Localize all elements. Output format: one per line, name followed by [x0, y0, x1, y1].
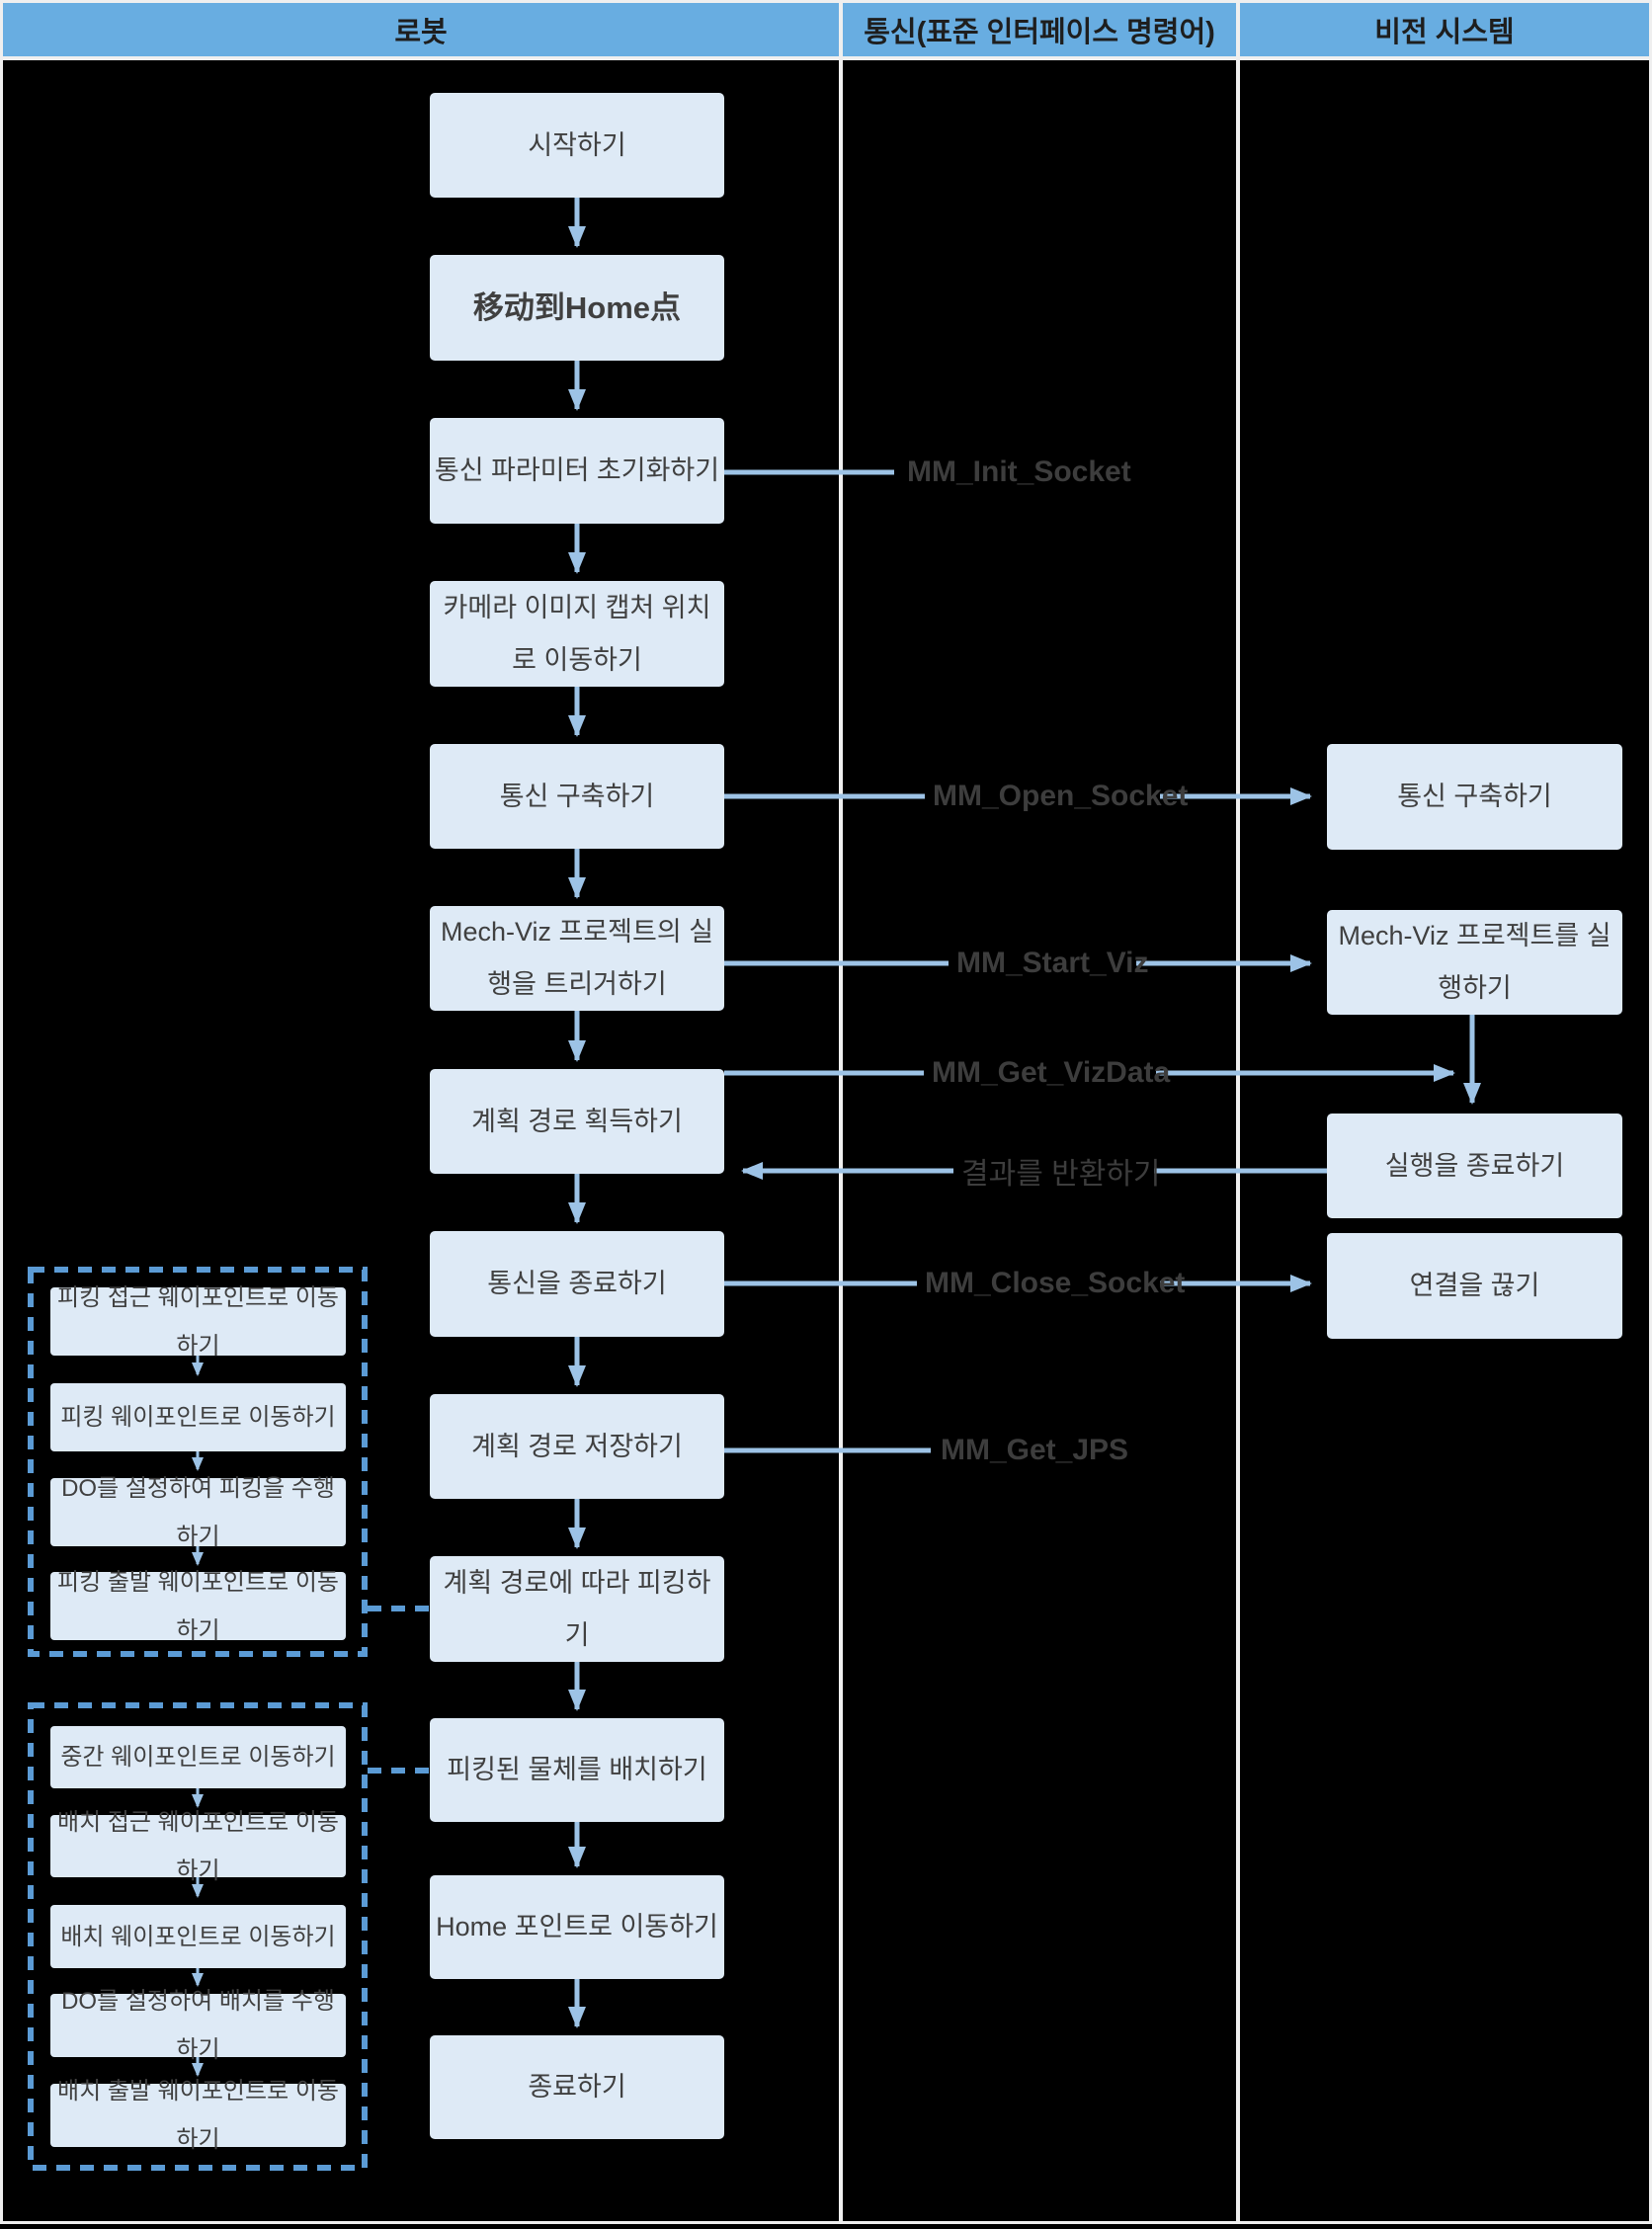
lane-header-comm: 통신(표준 인터페이스 명령어): [843, 3, 1236, 56]
column-divider-1: [839, 0, 843, 2224]
command-label-mm-get-jps: MM_Get_JPS: [941, 1434, 1129, 1466]
command-label-mm-close-socket: MM_Close_Socket: [925, 1267, 1186, 1299]
flow-step-end: 종료하기: [430, 2035, 724, 2139]
picking-step-approach-waypoint: 피킹 접근 웨이포인트로 이동하기: [50, 1284, 346, 1360]
vision-step-end-execution: 실행을 종료하기: [1327, 1114, 1622, 1218]
header-separator: [0, 56, 1652, 60]
flow-step-move-home-point: Home 포인트로 이동하기: [430, 1875, 724, 1979]
column-divider-2: [1236, 0, 1240, 2224]
lane-header-comm-label: 통신(표준 인터페이스 명령어): [864, 17, 1215, 48]
command-label-mm-open-socket: MM_Open_Socket: [933, 780, 1189, 812]
placing-step-approach-waypoint: 배치 접근 웨이포인트로 이동하기: [50, 1809, 346, 1884]
flow-step-start: 시작하기: [430, 93, 724, 198]
flow-step-init-comm-params: 통신 파라미터 초기화하기: [430, 418, 724, 524]
placing-step-place-waypoint: 배치 웨이포인트로 이동하기: [50, 1905, 346, 1968]
picking-step-departure-waypoint: 피킹 출발 웨이포인트로 이동하기: [50, 1569, 346, 1644]
lane-header-robot-label: 로봇: [394, 17, 448, 48]
flow-step-trigger-mechviz: Mech-Viz 프로젝트의 실행을 트리거하기: [430, 906, 724, 1011]
flow-step-move-capture-pose: 카메라 이미지 캡처 위치로 이동하기: [430, 581, 724, 687]
placing-step-departure-waypoint: 배치 출발 웨이포인트로 이동하기: [50, 2078, 346, 2153]
picking-step-set-do-pick: DO를 설정하여 피킹을 수행하기: [50, 1475, 346, 1550]
flow-step-get-planned-path: 계획 경로 획득하기: [430, 1069, 724, 1174]
command-label-mm-start-viz: MM_Start_Viz: [956, 947, 1149, 979]
command-label-mm-init-socket: MM_Init_Socket: [907, 455, 1131, 488]
flow-step-close-comm: 통신을 종료하기: [430, 1231, 724, 1337]
border-left: [0, 0, 3, 2224]
placing-step-intermediate-waypoint: 중간 웨이포인트로 이동하기: [50, 1726, 346, 1788]
border-bottom: [0, 2221, 1652, 2224]
border-right: [1649, 0, 1652, 2224]
lane-header-vision: 비전 시스템: [1240, 3, 1649, 56]
flow-step-save-planned-path: 계획 경로 저장하기: [430, 1394, 724, 1499]
flow-step-move-home: 移动到Home点: [430, 255, 724, 361]
flow-step-place-picked-object: 피킹된 물체를 배치하기: [430, 1718, 724, 1822]
vision-step-disconnect: 연결을 끊기: [1327, 1233, 1622, 1339]
vision-step-run-mechviz: Mech-Viz 프로젝트를 실행하기: [1327, 910, 1622, 1015]
lane-header-robot: 로봇: [3, 3, 839, 56]
command-label-mm-get-vizdata: MM_Get_VizData: [932, 1056, 1171, 1089]
flow-step-pick-along-path: 계획 경로에 따라 피킹하기: [430, 1556, 724, 1662]
vision-step-establish-comm: 통신 구축하기: [1327, 744, 1622, 850]
command-label-return-result: 결과를 반환하기: [961, 1158, 1161, 1191]
border-top: [0, 0, 1652, 3]
lane-header-vision-label: 비전 시스템: [1374, 17, 1515, 48]
flow-step-establish-comm: 통신 구축하기: [430, 744, 724, 849]
picking-step-pick-waypoint: 피킹 웨이포인트로 이동하기: [50, 1383, 346, 1451]
placing-step-set-do-place: DO를 설정하여 배치를 수행하기: [50, 1988, 346, 2063]
